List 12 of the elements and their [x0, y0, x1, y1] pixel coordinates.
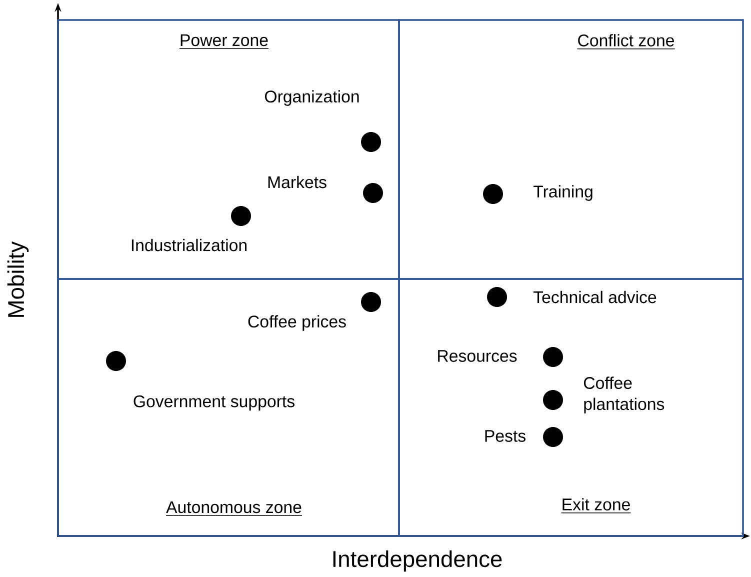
point-label: Markets	[268, 176, 326, 188]
point-label: Pests	[485, 430, 526, 442]
point-label: Training	[534, 185, 592, 201]
axis-label: Mobility	[7, 241, 29, 317]
point-label: Resources	[438, 350, 517, 362]
axis-label: Interdependence	[333, 550, 502, 572]
point-label: Coffee prices	[248, 315, 346, 331]
point-label: Technical advice	[534, 290, 656, 304]
point-label: Coffee plantations	[584, 376, 664, 414]
point-label: Industrialization	[132, 238, 246, 252]
point-label: Government supports	[134, 395, 294, 411]
point-label: Organization	[264, 90, 359, 106]
